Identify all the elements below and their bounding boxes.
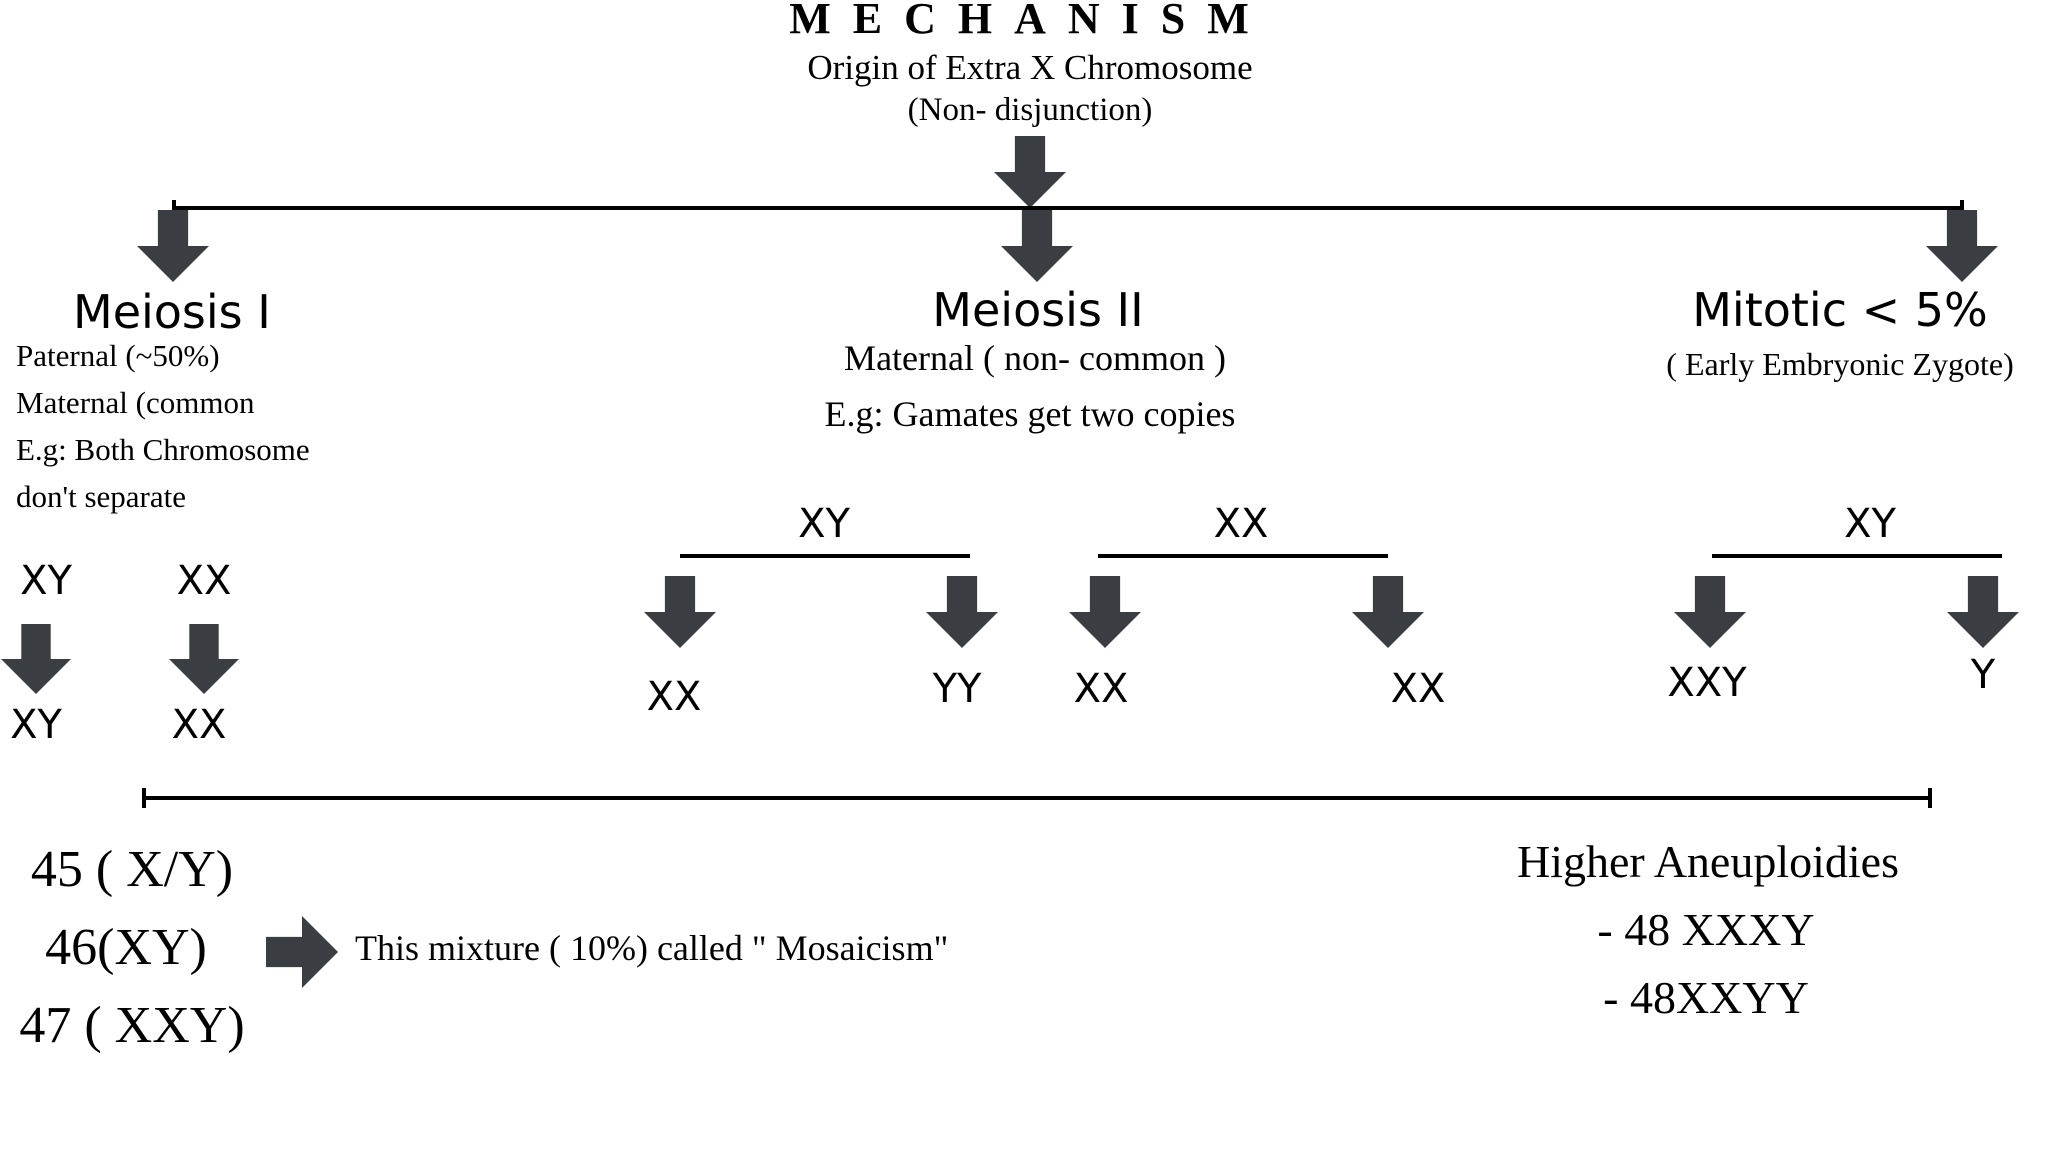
down-arrow-icon — [169, 624, 239, 694]
meiosis2-group-line — [1098, 554, 1388, 558]
mitotic-group-right: Y — [1970, 652, 1996, 698]
mitotic-group-left: XXY — [1667, 660, 1747, 706]
higher-aneuploidies-item: - 48XXYY — [1603, 972, 1809, 1023]
outcome-connector-line — [144, 796, 1930, 800]
connector-tick-right — [1960, 200, 1964, 212]
meiosis1-line: don't separate — [16, 479, 186, 514]
mitotic-group-parent: XY — [1844, 501, 1896, 547]
higher-aneuploidies-item: - 48 XXXY — [1597, 904, 1815, 955]
mitotic-group-line — [1712, 554, 2002, 558]
meiosis1-title: Meiosis I — [73, 285, 271, 339]
down-arrow-icon — [1352, 576, 1424, 648]
meiosis2-line: E.g: Gamates get two copies — [824, 394, 1236, 434]
outcome-tick-right — [1928, 788, 1932, 808]
connector-tick-left — [172, 200, 176, 212]
karyotype-item: 45 ( X/Y) — [30, 841, 234, 898]
diagram-note: (Non- disjunction) — [907, 92, 1153, 128]
diagram-subtitle: Origin of Extra X Chromosome — [807, 48, 1253, 87]
meiosis2-title: Meiosis II — [932, 283, 1144, 337]
down-arrow-icon — [644, 576, 716, 648]
meiosis2-group-parent: XY — [798, 501, 850, 547]
branch-connector-line — [172, 206, 1962, 210]
down-arrow-icon — [1674, 576, 1746, 648]
down-arrow-icon — [1001, 210, 1073, 282]
down-arrow-icon — [137, 210, 209, 282]
down-arrow-icon — [1069, 576, 1141, 648]
mosaicism-note: This mixture ( 10%) called " Mosaicism" — [355, 928, 949, 968]
higher-aneuploidies-title: Higher Aneuploidies — [1517, 836, 1899, 887]
meiosis1-line: Paternal (~50%) — [16, 338, 220, 373]
down-arrow-icon — [994, 136, 1066, 208]
meiosis2-group-right: YY — [932, 666, 982, 712]
meiosis1-pair-top: XX — [176, 558, 232, 604]
meiosis1-pair-bottom: XY — [10, 702, 62, 748]
down-arrow-icon — [1947, 576, 2019, 648]
down-arrow-icon — [926, 576, 998, 648]
mitotic-title: Mitotic < 5% — [1692, 283, 1988, 337]
meiosis1-line: Maternal (common — [16, 385, 255, 420]
meiosis1-pair-top: XY — [20, 558, 72, 604]
meiosis1-line: E.g: Both Chromosome — [16, 432, 310, 467]
meiosis2-group-line — [680, 554, 970, 558]
mitotic-note: ( Early Embryonic Zygote) — [1666, 346, 2014, 382]
outcome-tick-left — [142, 788, 146, 808]
meiosis1-pair-bottom: XX — [171, 702, 227, 748]
down-arrow-icon — [1, 624, 71, 694]
karyotype-item: 47 ( XXY) — [19, 997, 245, 1054]
down-arrow-icon — [1926, 210, 1998, 282]
meiosis2-group-left: XX — [1073, 666, 1129, 712]
meiosis2-group-right: XX — [1390, 666, 1446, 712]
meiosis2-line: Maternal ( non- common ) — [844, 338, 1226, 378]
meiosis2-group-left: XX — [646, 674, 702, 720]
meiosis2-group-parent: XX — [1213, 501, 1269, 547]
diagram-title: MECHANISM — [789, 0, 1271, 43]
karyotype-item: 46(XY) — [45, 919, 207, 976]
right-arrow-icon — [266, 916, 338, 988]
